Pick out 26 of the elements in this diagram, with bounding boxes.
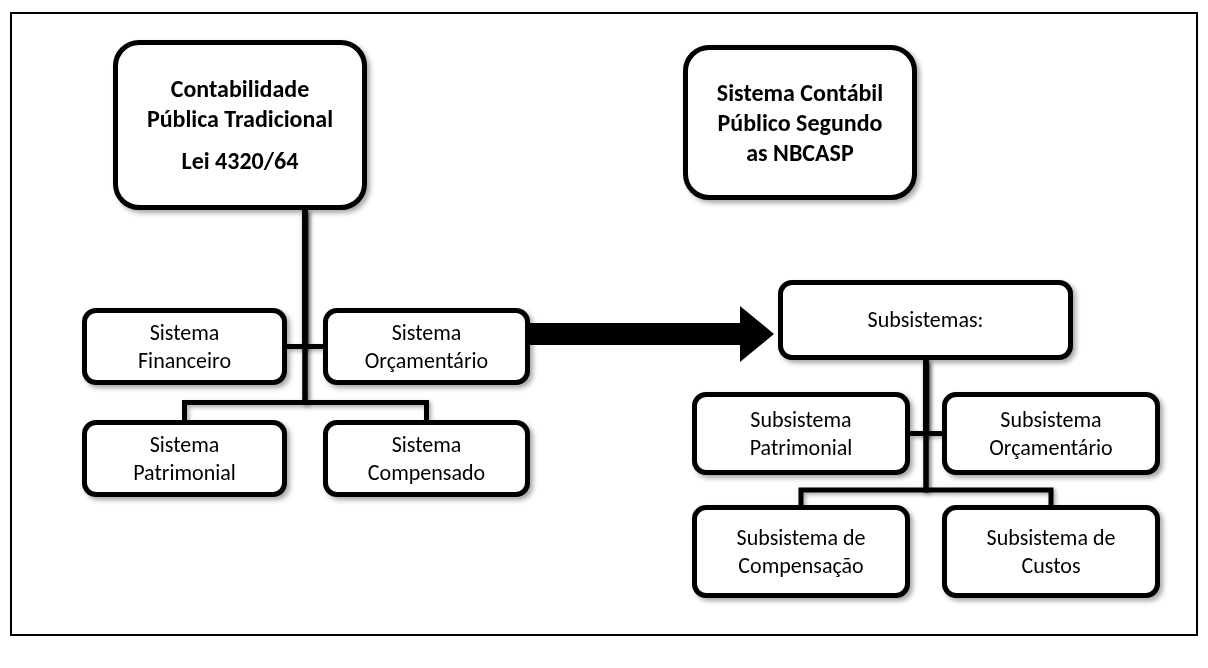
box-text: Subsistema Orçamentário [988,406,1114,461]
rounded-box [942,392,1160,475]
box-text: Sistema Compensado [366,431,487,486]
rounded-box [113,40,367,210]
rounded-box [778,280,1073,360]
rounded-box [323,308,530,385]
rounded-box [692,505,910,598]
box-text: Contabilidade Pública Tradicional [145,74,335,134]
rounded-box [683,45,917,200]
box-text: Subsistema Patrimonial [748,406,854,461]
box-text: Subsistema de Custos [985,524,1117,579]
connector-line [302,210,429,420]
box-text: Sistema Contábil Público Segundo as NBCASP [715,77,885,168]
box-text: Sistema Financeiro [137,319,232,374]
box-text: Sistema Patrimonial [132,431,237,486]
rounded-box [692,392,910,475]
rounded-box [942,505,1160,598]
rounded-box [82,308,287,385]
rounded-box [323,420,530,497]
box-text: Lei 4320/64 [181,146,299,176]
box-text: Subsistemas: [867,306,984,334]
connector-line [923,360,1054,505]
box-text: Sistema Orçamentário [363,319,490,374]
rounded-box [82,420,287,497]
box-text: Subsistema de Compensação [735,524,867,579]
block-arrow [530,306,774,362]
